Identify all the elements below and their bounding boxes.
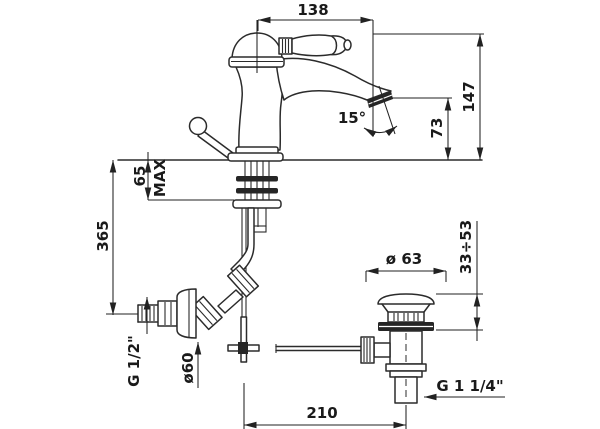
dim-spout-height-label: 73 bbox=[428, 118, 446, 139]
dim-waste-range: 33÷53 bbox=[436, 220, 483, 341]
faucet-spout bbox=[275, 57, 393, 108]
cross-joint bbox=[227, 316, 260, 363]
dim-inlet-thread: G 1/2" bbox=[125, 297, 151, 387]
deck-thickness-label: 65 bbox=[131, 166, 149, 187]
drain-assembly bbox=[360, 293, 435, 404]
inlet-thread-label: G 1/2" bbox=[125, 335, 143, 387]
mounting-hardware bbox=[232, 161, 282, 209]
dim-height: 147 bbox=[373, 33, 484, 160]
rod-adapter bbox=[373, 342, 391, 358]
dim-waste-thread: G 1 1/4" bbox=[424, 377, 505, 401]
waste-diameter-label: ø 63 bbox=[386, 250, 422, 268]
drain-slots bbox=[387, 311, 425, 323]
dim-height-label: 147 bbox=[460, 81, 478, 112]
escutcheon-flange bbox=[176, 288, 197, 339]
drain-cap bbox=[377, 293, 435, 305]
dim-reach-label: 138 bbox=[297, 1, 328, 19]
dim-drain-offset: 210 bbox=[243, 383, 407, 429]
dim-reach: 138 bbox=[256, 1, 374, 135]
faucet-body bbox=[235, 66, 283, 151]
escutcheon-diameter-label: ø60 bbox=[179, 352, 197, 383]
dim-waste-diameter: ø 63 bbox=[365, 250, 447, 282]
waste-range-label: 33÷53 bbox=[457, 220, 475, 274]
below-deck-length-label: 365 bbox=[94, 220, 112, 251]
spout-angle-label: 15° bbox=[338, 109, 366, 127]
lever bbox=[291, 34, 348, 57]
horizontal-rod bbox=[275, 344, 362, 353]
waste-thread-label: G 1 1/4" bbox=[436, 377, 503, 395]
pop-up-knob bbox=[188, 116, 234, 159]
dim-escutcheon: ø60 bbox=[179, 342, 202, 388]
dim-deck-thickness: 65 MAX bbox=[131, 152, 234, 201]
deck-max-label: MAX bbox=[151, 159, 169, 198]
dim-spout-angle: 15° bbox=[338, 85, 398, 138]
faucet-base bbox=[227, 146, 284, 162]
supply-pipe bbox=[189, 207, 267, 331]
drain-locknut bbox=[385, 363, 427, 372]
dim-spout-height: 73 bbox=[392, 97, 452, 160]
dim-below-deck: 365 bbox=[94, 160, 138, 315]
drain-offset-label: 210 bbox=[306, 404, 337, 422]
